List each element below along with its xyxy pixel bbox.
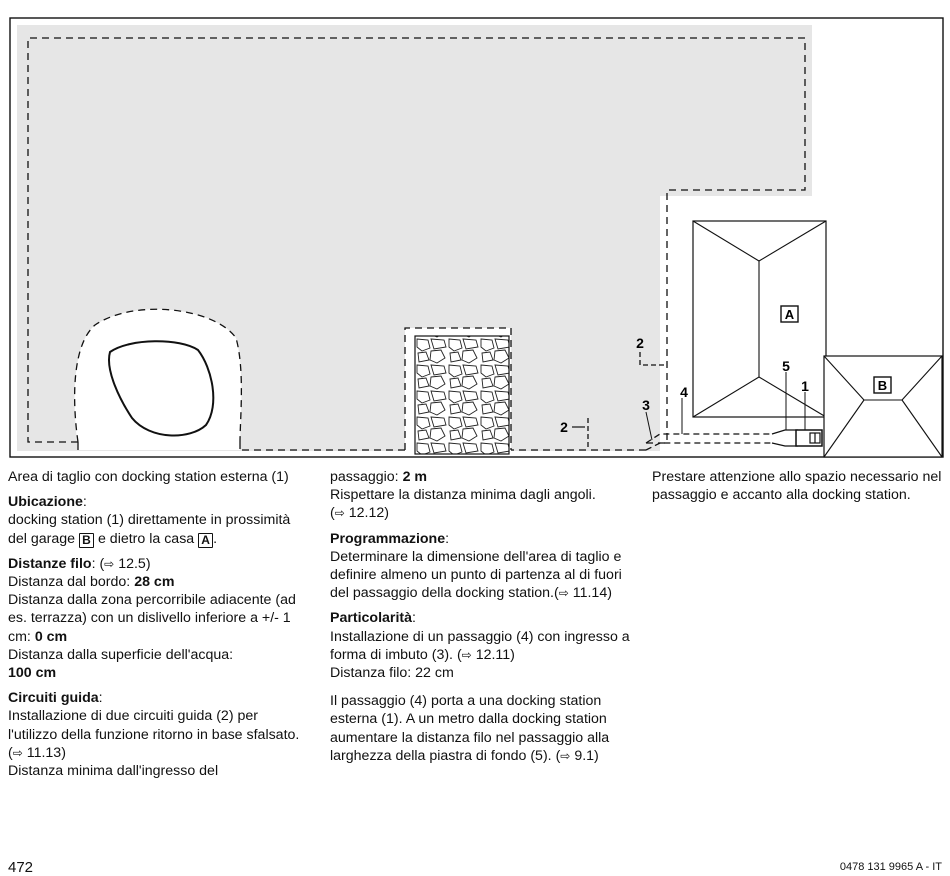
garage-label-box xyxy=(873,376,892,394)
distanze-section: Distanze filo: (⇨ 12.5) Distanza dal bor… xyxy=(8,555,296,682)
arrow-icon: ⇨ xyxy=(558,586,569,601)
distanze-heading: Distanze filo xyxy=(8,555,92,572)
pond-wire xyxy=(73,308,243,443)
programmazione-heading: Programmazione xyxy=(330,530,446,547)
arrow-icon: ⇨ xyxy=(12,745,23,760)
stone-pattern xyxy=(414,335,510,455)
attenzione-note: Prestare attenzione allo spazio necessar… xyxy=(652,469,942,504)
figure-frame xyxy=(9,17,944,458)
guide-wire-marker-upper xyxy=(639,352,667,366)
arrow-icon: ⇨ xyxy=(104,556,115,571)
rock-obstacle xyxy=(108,340,215,437)
house-label-box xyxy=(780,305,799,323)
callout-1: 1 xyxy=(801,378,809,394)
circuiti-heading: Circuiti guida xyxy=(8,690,99,707)
text-column-1: Area di taglio con docking station ester… xyxy=(8,468,308,787)
garage-box-label: B xyxy=(79,532,95,548)
house-box-label: A xyxy=(198,532,214,548)
figure-caption: Area di taglio con docking station ester… xyxy=(8,469,289,485)
particolarita-section: Particolarità: Installazione di un passa… xyxy=(330,610,630,682)
garage: B xyxy=(823,355,943,458)
programmazione-section: Programmazione: Determinare la dimension… xyxy=(330,530,622,602)
arrow-icon: ⇨ xyxy=(560,748,571,763)
ubicazione-section: Ubicazione: docking station (1) direttam… xyxy=(8,494,291,548)
arrow-icon: ⇨ xyxy=(461,647,472,662)
garage-label: B xyxy=(878,378,887,393)
funnel-entry xyxy=(645,433,772,451)
passaggio-paragraph: Il passaggio (4) porta a una docking sta… xyxy=(330,693,610,764)
circuiti-section: Circuiti guida: Installazione di due cir… xyxy=(8,690,300,780)
text-column-2: passaggio: 2 m Rispettare la distanza mi… xyxy=(330,468,630,772)
text-column-3: Prestare attenzione allo spazio necessar… xyxy=(652,468,947,511)
callout-4: 4 xyxy=(680,384,688,400)
ubicazione-heading: Ubicazione xyxy=(8,494,83,511)
passaggio-continued: passaggio: 2 m Rispettare la distanza mi… xyxy=(330,469,596,522)
arrow-icon: ⇨ xyxy=(334,506,345,521)
callout-2-upper: 2 xyxy=(636,335,644,351)
house-label: A xyxy=(785,307,795,322)
callout-5: 5 xyxy=(782,358,790,374)
document-code: 0478 131 9965 A - IT xyxy=(839,861,942,873)
page-number: 472 xyxy=(8,859,34,876)
callout-3: 3 xyxy=(642,397,650,413)
particolarita-heading: Particolarità xyxy=(330,610,413,627)
callout-2-lower: 2 xyxy=(560,419,568,435)
passage-wire xyxy=(771,429,798,447)
stone-bed-wire xyxy=(404,327,512,450)
mowing-area-diagram: A B 2 2 3 4 5 1 xyxy=(9,17,944,458)
house: A xyxy=(692,220,827,418)
